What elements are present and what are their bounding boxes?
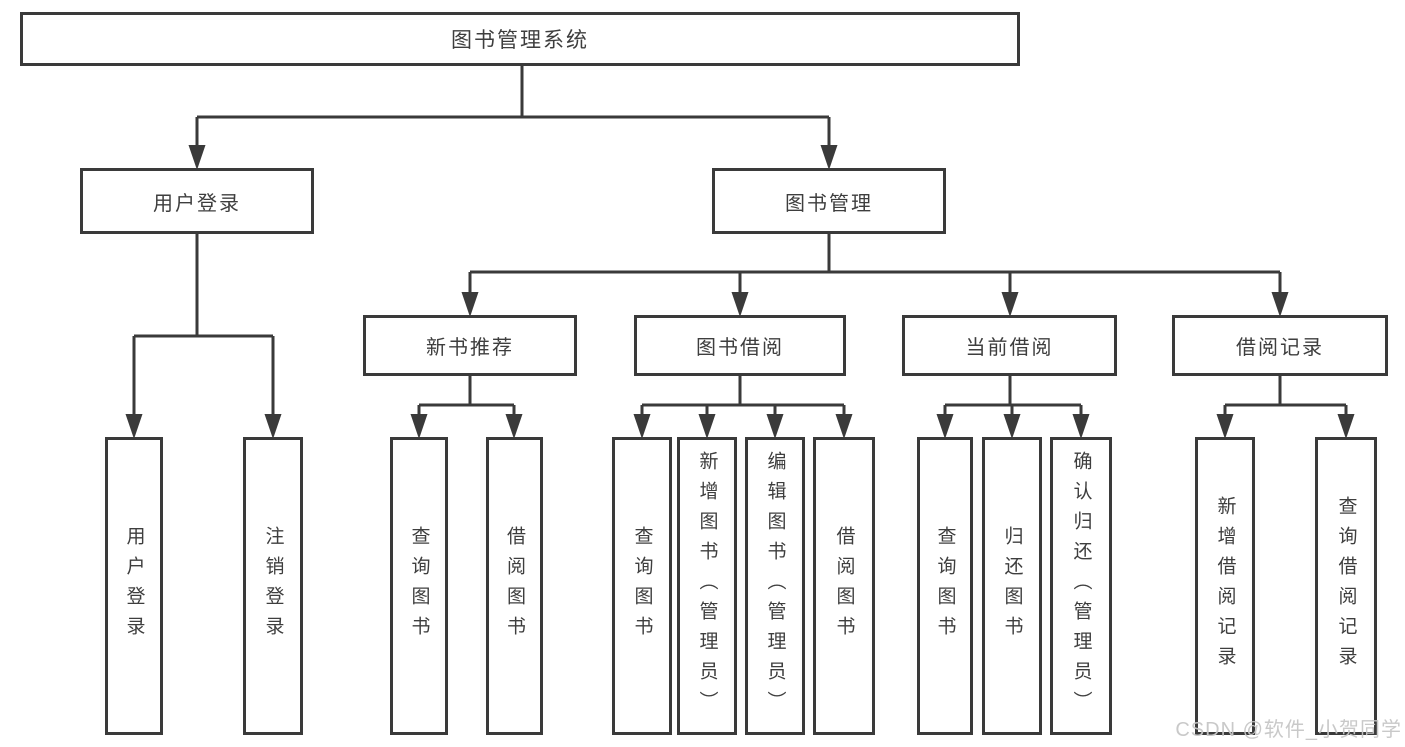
node-label: 图书管理 [785,192,873,215]
leaf-logout: 注销登录 [243,437,303,735]
node-library-management-system: 图书管理系统 [20,12,1020,66]
node-new-book-recommendation: 新书推荐 [363,315,577,376]
leaf-borrow-books: 借阅图书 [813,437,875,735]
node-label: 查询借阅记录 [1335,496,1357,676]
node-borrowing-records: 借阅记录 [1172,315,1388,376]
node-current-borrowing: 当前借阅 [902,315,1117,376]
node-label: 图书管理系统 [451,29,589,52]
node-label: 用户登录 [153,192,241,215]
leaf-confirm-return-admin: 确认归还（管理员） [1050,437,1112,735]
leaf-add-borrow-record: 新增借阅记录 [1195,437,1255,735]
node-label: 借阅图书 [504,526,525,646]
node-label: 查询图书 [934,526,956,646]
leaf-user-login: 用户登录 [105,437,163,735]
csdn-watermark: CSDN @软件_小贺同学 [1175,719,1402,741]
leaf-current-query-books: 查询图书 [917,437,973,735]
leaf-borrow-query-books: 查询图书 [612,437,672,735]
node-label: 借阅记录 [1236,337,1324,359]
leaf-return-books: 归还图书 [982,437,1042,735]
node-label: 用户登录 [123,526,145,646]
leaf-query-borrow-record: 查询借阅记录 [1315,437,1377,735]
node-label: 新增借阅记录 [1214,496,1236,676]
arrowhead-icons [125,145,1355,439]
node-label: 确认归还（管理员） [1070,451,1092,721]
node-book-borrowing: 图书借阅 [634,315,846,376]
leaf-edit-books-admin: 编辑图书（管理员） [745,437,805,735]
leaf-add-books-admin: 新增图书（管理员） [677,437,737,735]
node-label: 新书推荐 [426,337,514,359]
node-label: 当前借阅 [965,337,1054,359]
node-label: 归还图书 [1001,526,1023,646]
node-label: 图书借阅 [696,337,784,359]
node-label: 注销登录 [262,526,284,646]
leaf-rec-borrow-books: 借阅图书 [486,437,543,735]
node-label: 编辑图书（管理员） [764,451,786,721]
node-label: 查询图书 [408,526,430,646]
node-label: 新增图书（管理员） [696,451,718,721]
leaf-rec-query-books: 查询图书 [390,437,448,735]
node-label: 查询图书 [631,526,653,646]
node-user-login-branch: 用户登录 [80,168,314,234]
node-label: 借阅图书 [833,526,855,646]
node-book-management-branch: 图书管理 [712,168,946,234]
